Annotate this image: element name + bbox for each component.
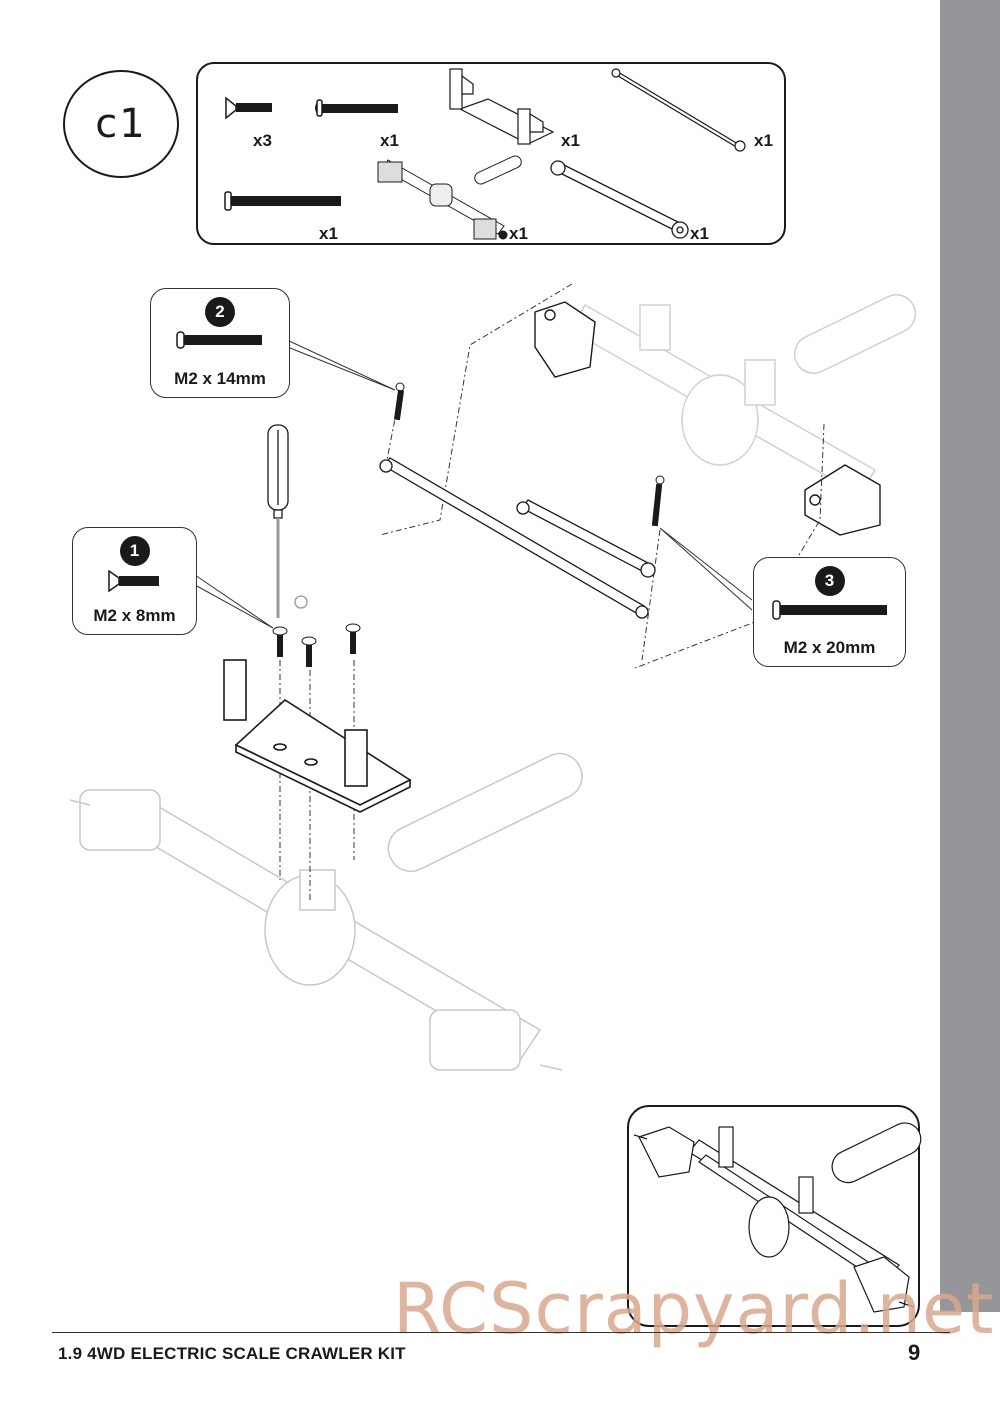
steering-knuckle bbox=[534, 301, 881, 536]
button-head-screw-long-icon bbox=[224, 191, 341, 211]
part-qty: x1 bbox=[319, 224, 338, 243]
page-number: 9 bbox=[908, 1340, 921, 1365]
button-head-screw-icon bbox=[315, 99, 398, 117]
step-label: c1 bbox=[63, 70, 179, 178]
part-qty: x1 bbox=[380, 131, 399, 150]
screw-spec: M2 x 14mm bbox=[174, 369, 266, 388]
parts-illustrations bbox=[224, 68, 746, 240]
step-number-badge: 1 bbox=[119, 536, 150, 566]
watermark: RCScrapyard.net bbox=[393, 1268, 995, 1350]
countersunk-screw-icon bbox=[225, 96, 272, 120]
completed-assembly-inset bbox=[627, 1105, 922, 1327]
part-qty: x1 bbox=[690, 224, 709, 243]
step-number-badge: 3 bbox=[814, 566, 845, 596]
long-steering-link-icon bbox=[611, 68, 746, 152]
side-tab bbox=[940, 0, 1000, 1312]
countersunk-screw-icon bbox=[107, 570, 159, 592]
button-head-screw-icon bbox=[771, 600, 887, 620]
part-qty: x1 bbox=[754, 131, 773, 150]
part-qty: x3 bbox=[253, 131, 272, 150]
screw-m2x14 bbox=[393, 382, 405, 421]
step-number-badge: 2 bbox=[205, 297, 235, 327]
parts-list-box: x3 x1 x1 x1 x1 x1 x1 bbox=[196, 62, 786, 245]
servo-mount-plate bbox=[223, 659, 412, 813]
servo-mount-plate-icon bbox=[449, 68, 555, 145]
long-steering-link bbox=[379, 457, 649, 619]
ghost-axle-lower bbox=[69, 752, 583, 1071]
front-axle-assembly-icon bbox=[377, 155, 522, 240]
screw-spec: M2 x 20mm bbox=[783, 638, 876, 657]
callout-screw-3: 3 M2 x 20mm bbox=[753, 557, 906, 667]
callout-screw-2: 2 M2 x 14mm bbox=[150, 288, 290, 398]
screw-m2x8 bbox=[272, 623, 361, 667]
screw-spec: M2 x 8mm bbox=[93, 606, 176, 625]
short-steering-link-icon bbox=[550, 160, 689, 239]
part-qty: x1 bbox=[561, 131, 580, 150]
footer-divider bbox=[52, 1332, 950, 1333]
ghost-axle-upper bbox=[568, 294, 917, 497]
leader-lines bbox=[194, 339, 753, 629]
completed-axle-illustration bbox=[633, 1122, 922, 1313]
screwdriver-icon bbox=[267, 424, 308, 618]
assembly-diagram bbox=[69, 283, 917, 1071]
button-head-screw-icon bbox=[176, 331, 262, 349]
screw-m2x20 bbox=[651, 475, 665, 527]
callout-screw-1: 1 M2 x 8mm bbox=[72, 527, 197, 635]
short-steering-link bbox=[516, 499, 656, 578]
footer-title: 1.9 4WD ELECTRIC SCALE CRAWLER KIT bbox=[58, 1344, 406, 1363]
part-qty: x1 bbox=[509, 224, 528, 243]
